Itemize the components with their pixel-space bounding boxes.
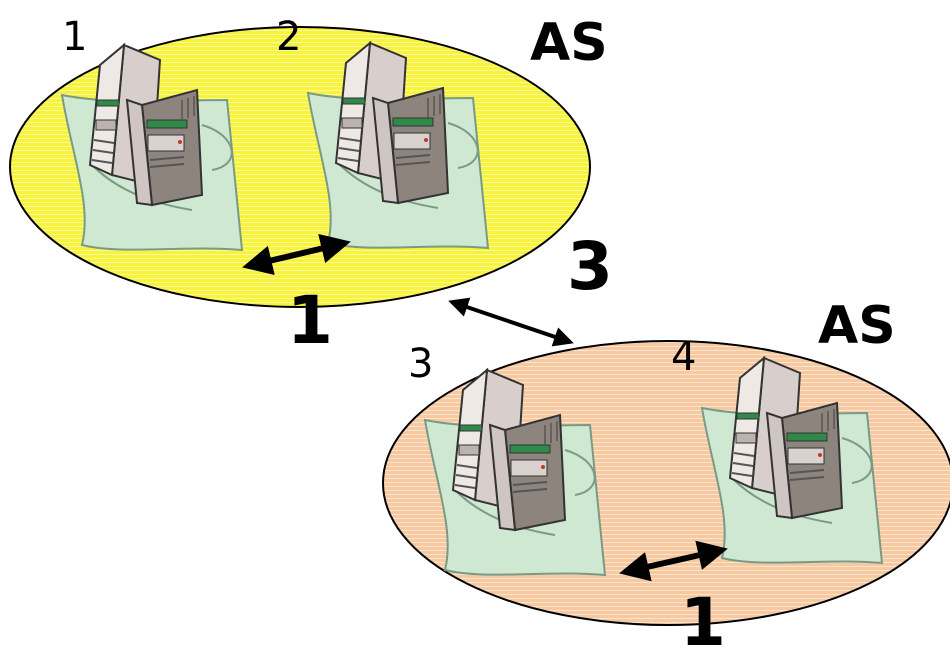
intra-as-link-arrow-bottom — [619, 540, 728, 582]
inter-as-link-arrow — [448, 297, 574, 347]
host-label: 3 — [408, 341, 433, 387]
host-label: 1 — [62, 14, 87, 60]
as-label-top: AS — [530, 13, 608, 73]
as-label-bottom: AS — [818, 296, 896, 356]
intra-as-link-arrow-top — [242, 233, 351, 276]
inter-as-link-label: 3 — [567, 228, 613, 305]
host-label: 4 — [671, 334, 696, 380]
host-label: 2 — [276, 14, 301, 60]
intra-as-link-label-bottom: 1 — [680, 584, 726, 648]
intra-as-link-label-top: 1 — [287, 282, 333, 359]
